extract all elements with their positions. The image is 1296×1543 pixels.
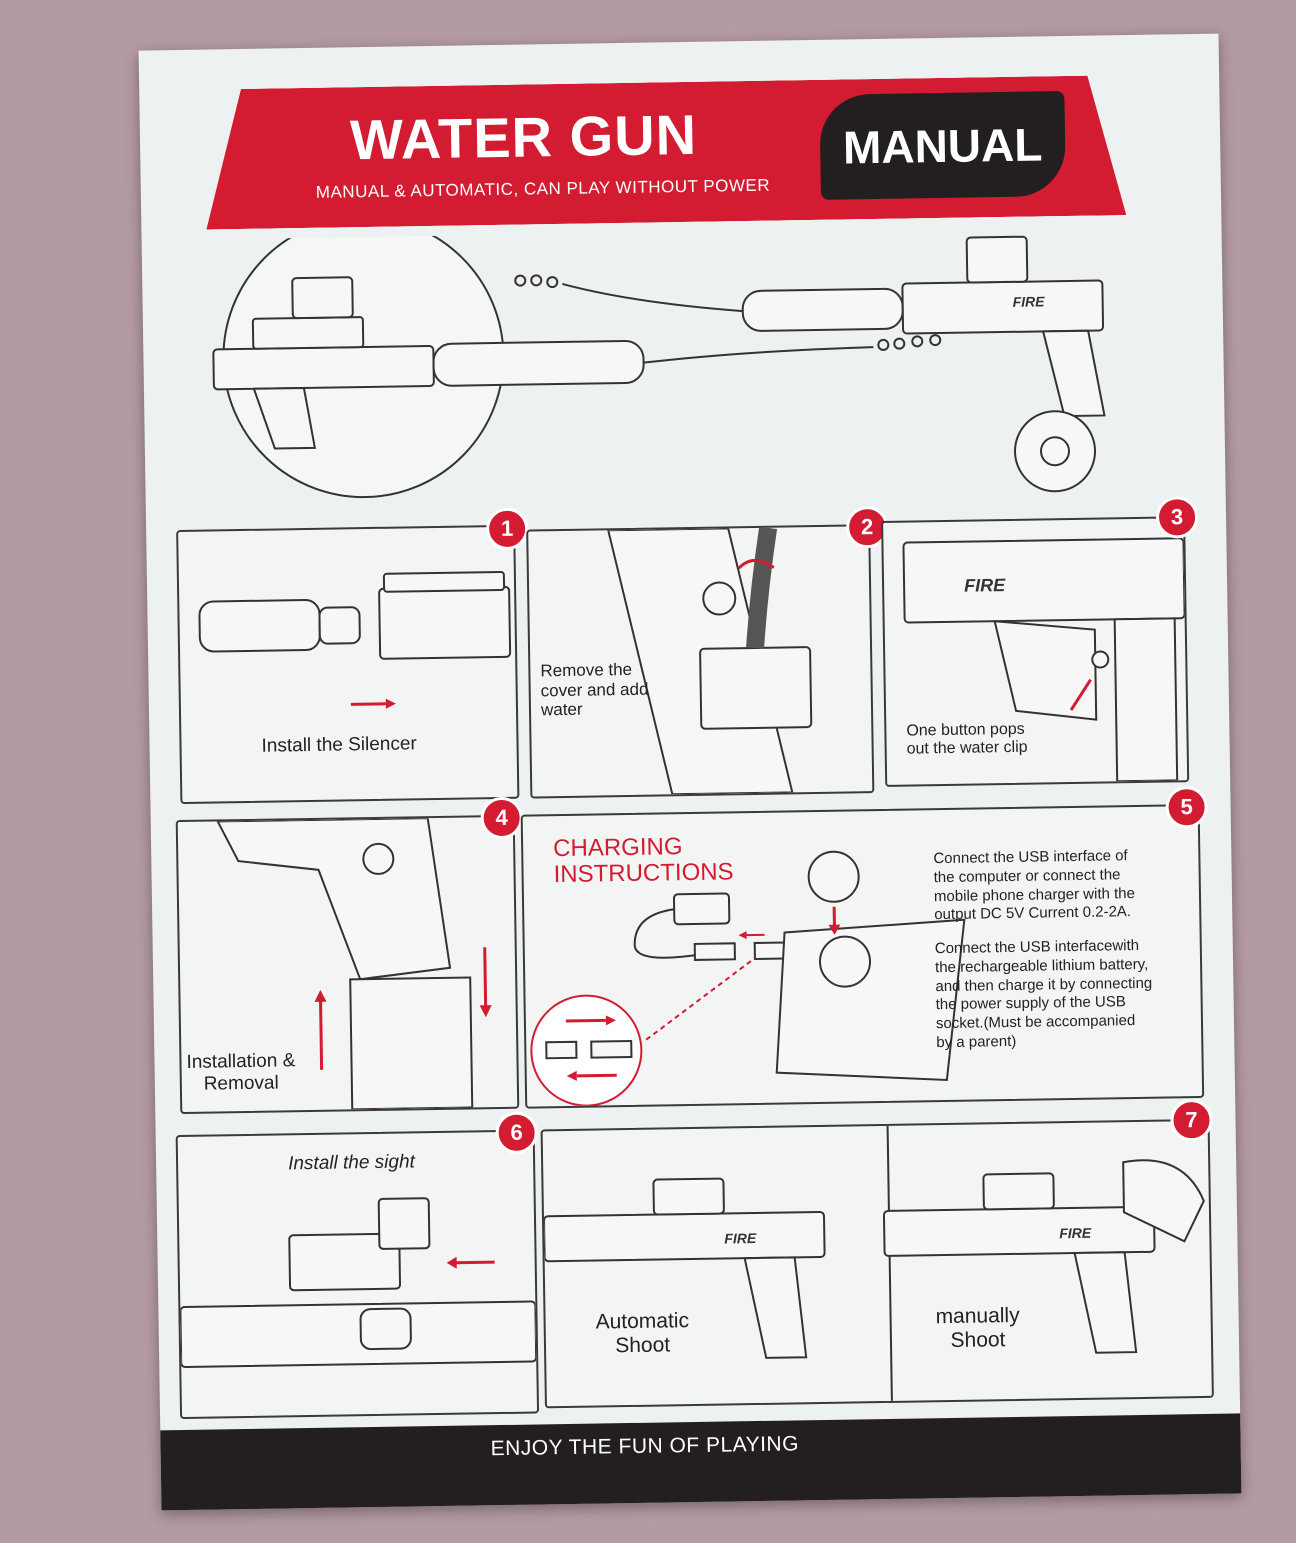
step-2-caption-line: Remove the	[540, 659, 633, 681]
step-7-left-caption: Automatic Shoot	[595, 1309, 689, 1359]
step-2-caption: Remove the cover and add water	[540, 660, 649, 720]
step-4-panel: Installation & Removal	[175, 814, 520, 1115]
step-2-caption-line: water	[540, 699, 583, 720]
hero-gun-illustration: FIRE	[212, 224, 1106, 499]
step-7-right-caption: manually Shoot	[935, 1304, 1020, 1354]
step-7-left-caption-line: Automatic	[595, 1309, 690, 1334]
step-6-panel: Install the sight	[175, 1129, 540, 1420]
water-refill-illustration	[606, 526, 813, 796]
brand-label: FIRE	[964, 575, 1006, 596]
step-4-caption-line: Installation &	[186, 1050, 296, 1073]
step-3-badge: 3	[1155, 495, 1199, 539]
step-1-caption: Install the Silencer	[261, 733, 417, 757]
step-5-panel: CHARGING INSTRUCTIONS	[520, 804, 1205, 1109]
step-4-caption: Installation & Removal	[186, 1050, 295, 1095]
charging-text-line: socket.(Must be accompanied	[935, 1012, 1136, 1033]
page-title: WATER GUN	[349, 102, 698, 172]
step-1-panel: Install the Silencer	[176, 524, 520, 805]
step-1-badge: 1	[485, 507, 529, 551]
charging-text-1: Connect the USB interface of the compute…	[933, 847, 1135, 925]
step-3-caption-line: out the water clip	[906, 739, 1028, 758]
step-2-caption-line: cover and add	[540, 679, 649, 700]
sight-install-illustration	[179, 1197, 538, 1369]
step-4-badge: 4	[480, 796, 524, 840]
age-badge: 3+	[138, 1397, 150, 1425]
step-3-caption: One button pops out the water clip	[906, 721, 1028, 760]
step-7-right-caption-line: Shoot	[950, 1328, 1006, 1353]
charging-text-2: Connect the USB interfacewith the rechar…	[935, 937, 1154, 1053]
brand-label: FIRE	[1059, 1225, 1092, 1242]
step-7-right-caption-line: manually	[935, 1303, 1020, 1329]
step-7-left-caption-line: Shoot	[615, 1333, 671, 1358]
shooting-illustration: FIRE FIRE	[543, 1125, 1205, 1401]
water-clip-illustration: FIRE	[902, 537, 1186, 783]
charging-text-line: the computer or connect the	[933, 866, 1121, 886]
footer-bar	[150, 1413, 1242, 1511]
instruction-sheet: WATER GUN MANUAL & AUTOMATIC, CAN PLAY W…	[138, 33, 1242, 1511]
charging-illustration	[530, 850, 966, 1107]
clip-install-illustration	[216, 817, 492, 1111]
battery-cap-icon	[807, 850, 860, 903]
usb-plug-icon	[672, 892, 731, 926]
charging-text-line: output DC 5V Current 0.2-2A.	[934, 903, 1132, 924]
step-3-panel: FIRE One button pops out the water clip	[881, 516, 1190, 787]
brand-label: FIRE	[1013, 293, 1046, 310]
silencer-illustration	[198, 570, 512, 709]
brand-label: FIRE	[724, 1230, 757, 1247]
step-7-panel: FIRE FIRE Automatic Shoot manually Shoot	[540, 1118, 1214, 1409]
step-5-badge: 5	[1165, 785, 1208, 829]
footer-text: ENJOY THE FUN OF PLAYING	[490, 1432, 800, 1461]
step-4-caption-line: Removal	[203, 1072, 279, 1095]
step-2-panel: Remove the cover and add water	[526, 524, 875, 799]
charging-text-line: by a parent)	[936, 1032, 1017, 1051]
manual-tag: MANUAL	[819, 91, 1066, 200]
step-3-caption-line: One button pops	[906, 720, 1025, 740]
